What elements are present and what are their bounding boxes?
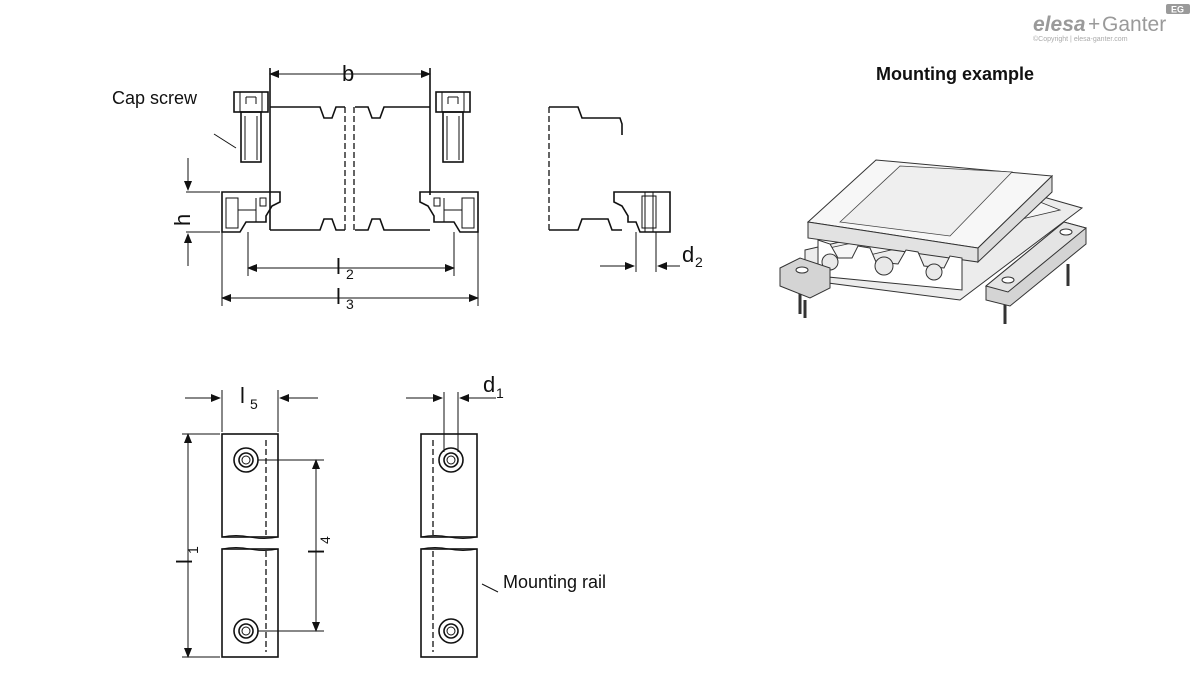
mounting-block-d2-hatch [641,195,657,229]
example-carriage-recess [839,165,1013,237]
dim-l3-label: l [336,284,341,309]
mounting-example: Mounting example [779,64,1088,324]
example-screw-3 [925,263,943,281]
mounting-rail-leader [481,583,499,593]
section-view-main: Cap screw [112,61,479,312]
cap-screw-left [233,91,269,163]
dim-h-label: h [170,214,195,226]
dim-l1-subscript: 1 [185,546,201,554]
dim-d1-label: d [483,372,495,397]
logo-brand-ganter: Ganter [1102,13,1166,36]
rail-left-lower [221,548,279,658]
example-mounting-rail-left [779,257,831,299]
slide-body-right [355,68,431,231]
rail-right-hole-top [438,447,464,473]
rail-right-break [420,535,478,551]
mounting-block-right [419,191,479,233]
example-screw-2 [874,256,894,276]
mounting-block-left [221,191,281,233]
cap-screw-right [435,91,471,163]
rail-view-left: l 5 l 1 l 4 [172,383,333,658]
cap-screw-leader [213,133,237,149]
slide-body-d2 [549,106,623,231]
rail-left-hole-top [233,447,259,473]
rail-right-lower [420,548,478,658]
dim-l2-label: l [336,254,341,279]
dim-l5-subscript: 5 [250,396,258,412]
dim-d2-label: d [682,242,694,267]
mounting-example-title: Mounting example [876,64,1034,84]
dim-l5-label: l [240,383,245,408]
dim-l1-label: l [172,559,197,564]
dim-l3-subscript: 3 [346,296,354,312]
dim-d1-subscript: 1 [496,385,504,401]
rail-left-break [221,535,279,551]
rail-left-hole-bottom [233,618,259,644]
rail-right-hole-bottom [438,618,464,644]
cap-screw-label: Cap screw [112,88,198,108]
dim-l4-subscript: 4 [317,536,333,544]
mounting-rail-label: Mounting rail [503,572,606,592]
slide-body-left [269,68,345,231]
mounting-block-d2 [613,191,671,233]
elesa-ganter-logo: elesa + Ganter EG ©Copyright | elesa-gan… [1033,4,1190,43]
logo-badge-bg [1166,4,1190,14]
dim-b-label: b [342,61,354,86]
rail-right-upper [420,433,478,538]
logo-badge: EG [1171,5,1184,15]
logo-plus: + [1088,13,1100,36]
section-view-d2: d 2 [548,106,703,272]
dim-l4-label: l [304,549,329,554]
logo-copyright: ©Copyright | elesa-ganter.com [1033,35,1128,43]
dim-d2-subscript: 2 [695,254,703,270]
logo-brand-elesa: elesa [1033,13,1086,36]
dim-l2-subscript: 2 [346,266,354,282]
rail-view-right: d 1 Mounting rail [406,372,606,658]
